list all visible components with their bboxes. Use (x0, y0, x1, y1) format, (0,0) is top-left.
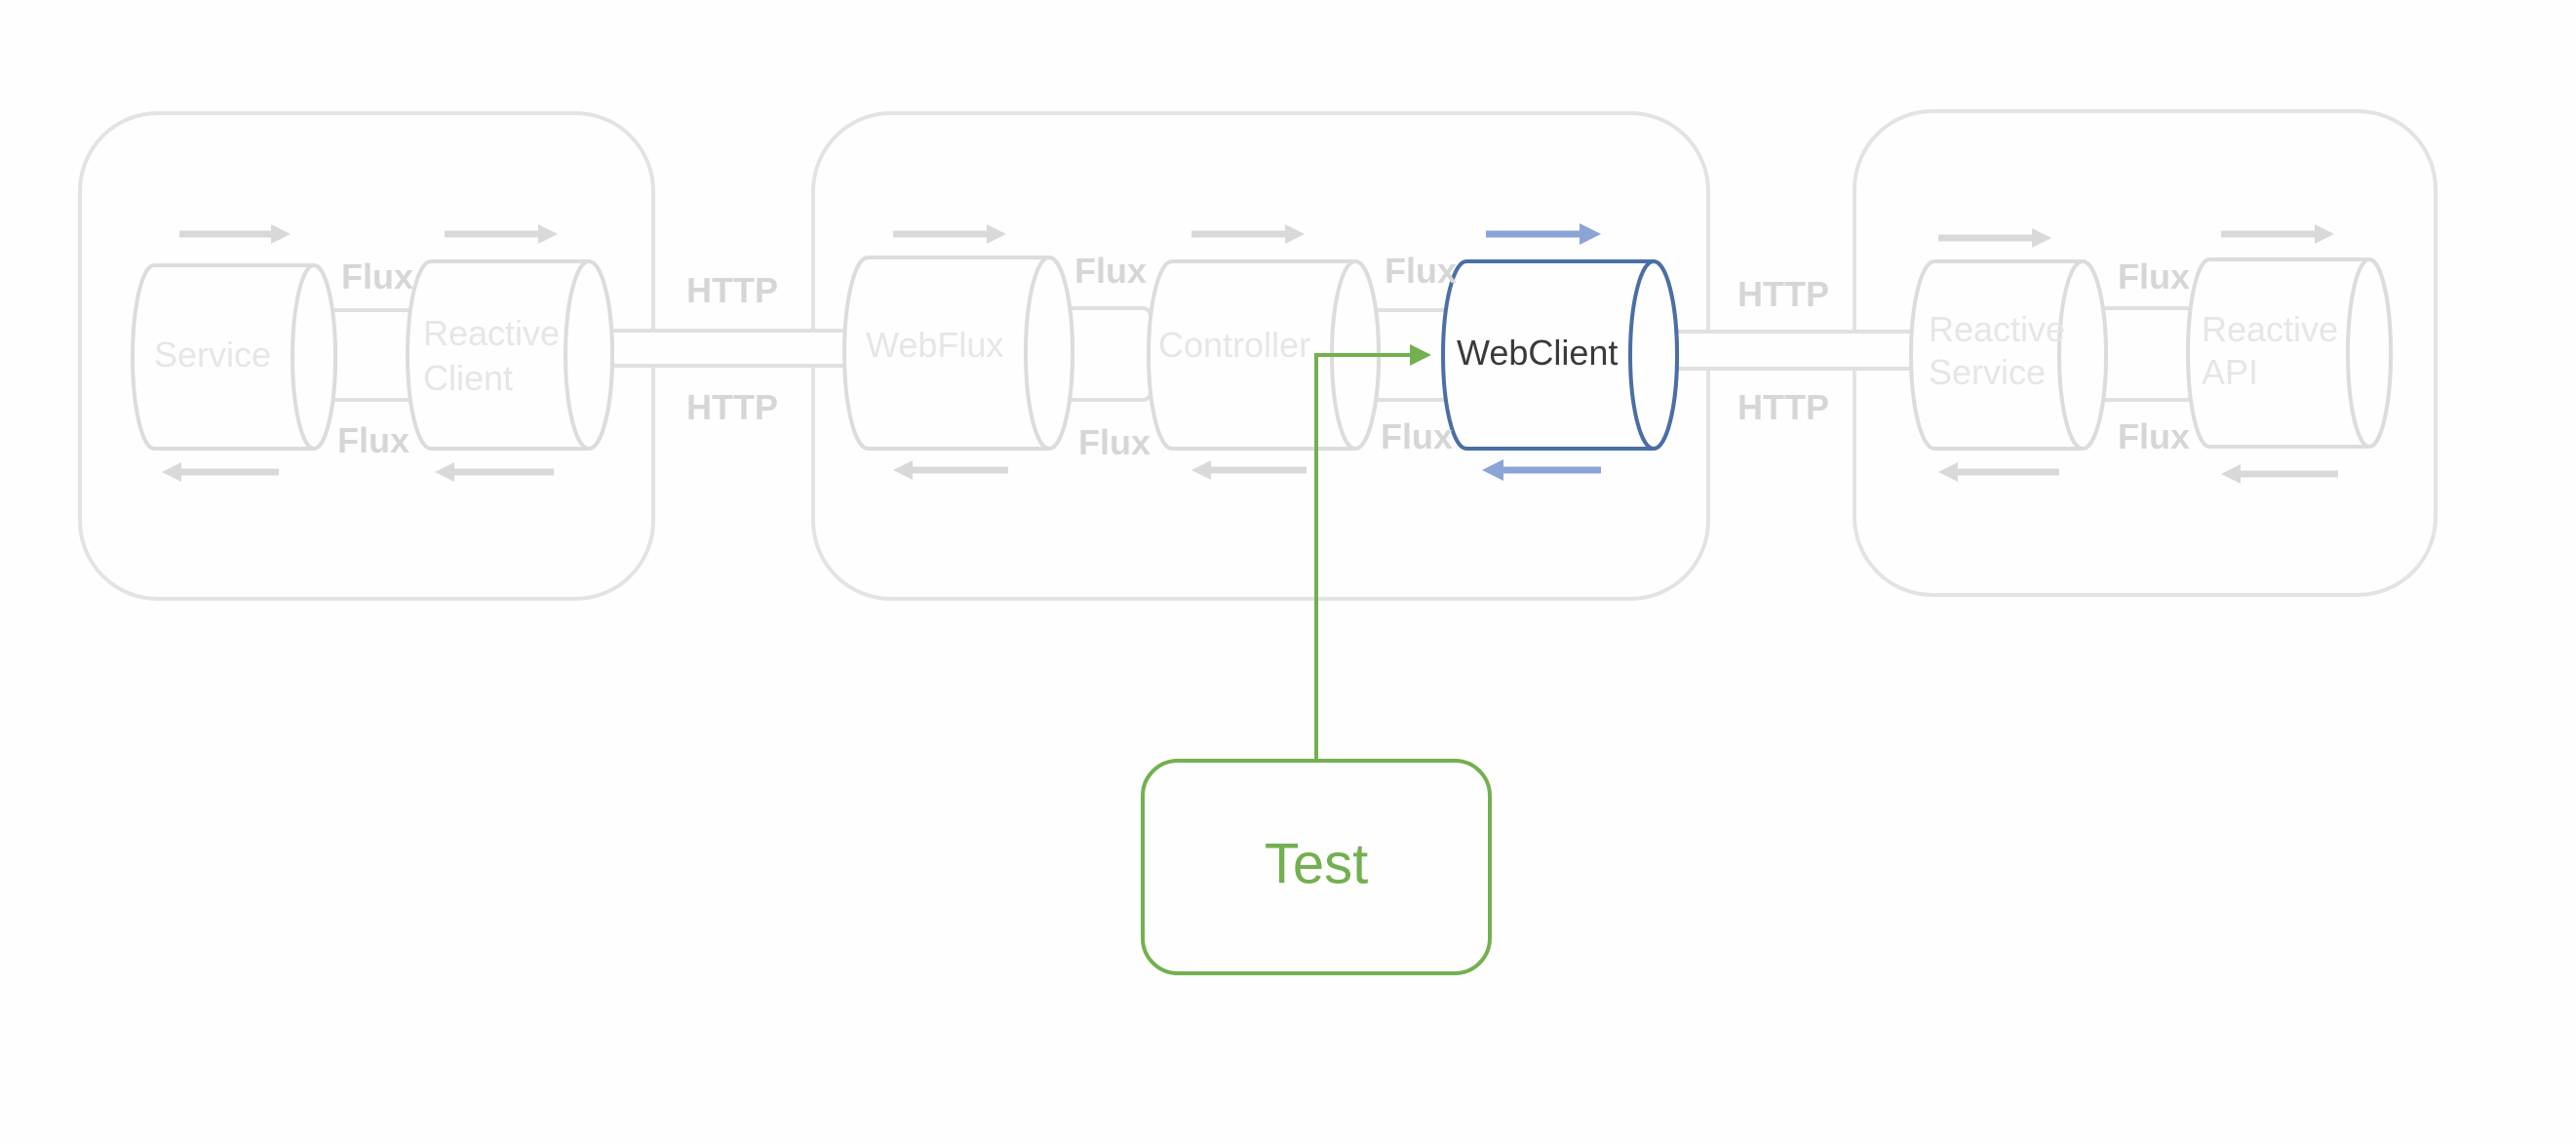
arrow-right-controller (1191, 224, 1305, 244)
http-label-left-bottom: HTTP (686, 387, 778, 427)
http-label-right-top: HTTP (1737, 274, 1829, 314)
reactive-client-label-line2: Client (423, 358, 513, 398)
arrow-right-reactive-api (2221, 224, 2334, 244)
cylinder-service: Service (131, 263, 337, 451)
http-pipe-right (1650, 330, 1925, 371)
arrow-left-reactive-api (2221, 464, 2338, 484)
test-connector-arrowhead (1410, 344, 1431, 366)
arrow-right-service (179, 224, 291, 244)
cylinder-reactive-service: Reactive Service (1909, 259, 2108, 451)
webflux-label: WebFlux (866, 325, 1003, 365)
service-label: Service (154, 335, 271, 374)
arrow-left-webclient (1482, 459, 1601, 481)
reactive-service-label: Reactive (1929, 309, 2065, 349)
http-label-right-bottom: HTTP (1737, 387, 1829, 427)
test-connector-line (1314, 353, 1414, 761)
reactive-service-label-line2: Service (1929, 352, 2046, 392)
flux-label-service-api-top: Flux (2118, 256, 2190, 296)
cylinder-webflux: WebFlux (842, 256, 1074, 451)
arrow-left-reactive-service (1938, 462, 2059, 482)
cylinder-reactive-api: Reactive API (2186, 257, 2393, 449)
cylinder-controller: Controller (1147, 259, 1381, 451)
flux-label-service-client-bottom: Flux (337, 420, 410, 460)
arrow-right-webclient (1486, 223, 1601, 245)
reactive-api-label-line2: API (2202, 352, 2258, 392)
flux-label-service-client-top: Flux (341, 256, 413, 296)
arrow-left-controller (1191, 460, 1307, 480)
http-pipe-left (589, 329, 856, 368)
flux-label-webflux-controller-top: Flux (1074, 251, 1147, 291)
reactive-api-label: Reactive (2202, 309, 2338, 349)
webclient-label: WebClient (1457, 333, 1618, 373)
arrow-right-webflux (893, 224, 1006, 244)
flux-label-service-api-bottom: Flux (2118, 416, 2190, 456)
cylinder-reactive-client: Reactive Client (406, 259, 614, 451)
arrow-right-reactive-service (1938, 228, 2051, 248)
arrow-left-service (162, 462, 279, 482)
arrow-left-webflux (893, 460, 1008, 480)
reactive-client-label: Reactive (423, 313, 560, 353)
flux-label-controller-webclient-bottom: Flux (1381, 416, 1453, 456)
controller-label: Controller (1158, 325, 1310, 365)
test-label: Test (1265, 832, 1368, 895)
arrow-right-reactive-client (445, 224, 558, 244)
arrow-left-reactive-client (435, 462, 554, 482)
http-label-left-top: HTTP (686, 270, 778, 310)
cylinder-webclient: WebClient (1441, 259, 1679, 451)
test-box (1141, 759, 1492, 975)
flux-label-webflux-controller-bottom: Flux (1078, 422, 1151, 462)
flux-label-controller-webclient-top: Flux (1385, 251, 1457, 291)
